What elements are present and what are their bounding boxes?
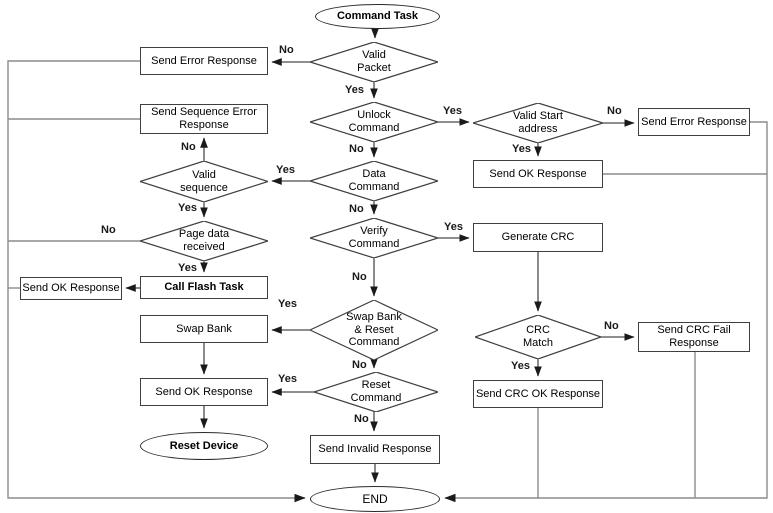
edge-label-data-yes: Yes bbox=[276, 164, 295, 176]
process-send-ok-response-left: Send OK Response bbox=[20, 277, 122, 300]
edge-label-valid-start-no: No bbox=[607, 105, 622, 117]
edge-label-valid-packet-yes: Yes bbox=[345, 84, 364, 96]
edge-label-valid-start-yes: Yes bbox=[512, 143, 531, 155]
process-generate-crc: Generate CRC bbox=[473, 223, 603, 252]
edge-label-swap-yes: Yes bbox=[278, 298, 297, 310]
edge-label-verify-yes: Yes bbox=[444, 221, 463, 233]
node-label: Send Error Response bbox=[641, 115, 747, 128]
edge-label-valid-packet-no: No bbox=[279, 44, 294, 56]
node-label: Call Flash Task bbox=[164, 281, 244, 294]
decision-crc-match: CRC Match bbox=[475, 315, 601, 359]
edge-label-crc-no: No bbox=[604, 320, 619, 332]
edge-label-verify-no: No bbox=[352, 271, 367, 283]
decision-page-data-received: Page data received bbox=[140, 221, 268, 261]
node-label: Generate CRC bbox=[501, 231, 575, 244]
node-label: Data Command bbox=[348, 168, 400, 193]
process-send-sequence-error-response: Send Sequence Error Response bbox=[140, 104, 268, 134]
process-send-crc-fail-response: Send CRC Fail Response bbox=[638, 322, 750, 352]
terminator-end: END bbox=[310, 486, 440, 512]
edge-label-unlock-no: No bbox=[349, 143, 364, 155]
node-label: END bbox=[362, 491, 388, 506]
edge-label-data-no: No bbox=[349, 203, 364, 215]
process-call-flash-task: Call Flash Task bbox=[140, 276, 268, 299]
edge-label-valid-seq-no: No bbox=[181, 141, 196, 153]
edge-label-crc-yes: Yes bbox=[511, 360, 530, 372]
node-label: Send Sequence Error Response bbox=[151, 106, 257, 131]
decision-data-command: Data Command bbox=[310, 161, 438, 201]
node-label: Swap Bank bbox=[176, 322, 232, 335]
process-send-error-response-left: Send Error Response bbox=[140, 47, 268, 75]
node-label: Unlock Command bbox=[348, 109, 400, 134]
node-label: CRC Match bbox=[523, 324, 553, 349]
process-send-crc-ok-response: Send CRC OK Response bbox=[473, 380, 603, 408]
node-label: Send OK Response bbox=[155, 385, 253, 398]
node-label: Page data received bbox=[178, 228, 230, 253]
node-label: Swap Bank & Reset Command bbox=[346, 310, 402, 349]
node-label: Send Invalid Response bbox=[318, 443, 432, 456]
decision-unlock-command: Unlock Command bbox=[310, 102, 438, 142]
edge-label-reset-no: No bbox=[354, 413, 369, 425]
process-send-ok-response-bottom: Send OK Response bbox=[140, 378, 268, 406]
terminator-reset-device: Reset Device bbox=[140, 432, 268, 460]
node-label: Send OK Response bbox=[489, 167, 587, 180]
edge-label-page-data-no: No bbox=[101, 224, 116, 236]
edge-label-valid-seq-yes: Yes bbox=[178, 202, 197, 214]
decision-valid-packet: Valid Packet bbox=[310, 42, 438, 82]
decision-reset-command: Reset Command bbox=[314, 372, 438, 412]
node-label: Valid Start address bbox=[513, 110, 563, 135]
node-label: Send CRC OK Response bbox=[475, 387, 601, 400]
decision-swap-bank-reset-command: Swap Bank & Reset Command bbox=[310, 300, 438, 360]
edge-label-reset-yes: Yes bbox=[278, 373, 297, 385]
node-label: Valid Packet bbox=[357, 49, 391, 74]
decision-valid-start-address: Valid Start address bbox=[473, 103, 603, 143]
terminator-command-task: Command Task bbox=[315, 4, 440, 29]
node-label: Send Error Response bbox=[151, 54, 257, 67]
process-send-ok-response-right: Send OK Response bbox=[473, 160, 603, 188]
process-swap-bank: Swap Bank bbox=[140, 315, 268, 343]
process-send-error-response-right: Send Error Response bbox=[638, 108, 750, 136]
edge-label-page-data-yes: Yes bbox=[178, 262, 197, 274]
node-label: Command Task bbox=[336, 10, 419, 23]
node-label: Reset Device bbox=[169, 439, 239, 452]
process-send-invalid-response: Send Invalid Response bbox=[310, 435, 440, 464]
decision-verify-command: Verify Command bbox=[310, 218, 438, 258]
edge-label-unlock-yes: Yes bbox=[443, 105, 462, 117]
edge-label-swap-no: No bbox=[352, 359, 367, 371]
node-label: Send OK Response bbox=[22, 282, 120, 295]
decision-valid-sequence: Valid sequence bbox=[140, 161, 268, 202]
node-label: Send CRC Fail Response bbox=[657, 324, 731, 349]
node-label: Verify Command bbox=[348, 225, 400, 250]
node-label: Valid sequence bbox=[180, 168, 228, 194]
node-label: Reset Command bbox=[350, 379, 402, 404]
